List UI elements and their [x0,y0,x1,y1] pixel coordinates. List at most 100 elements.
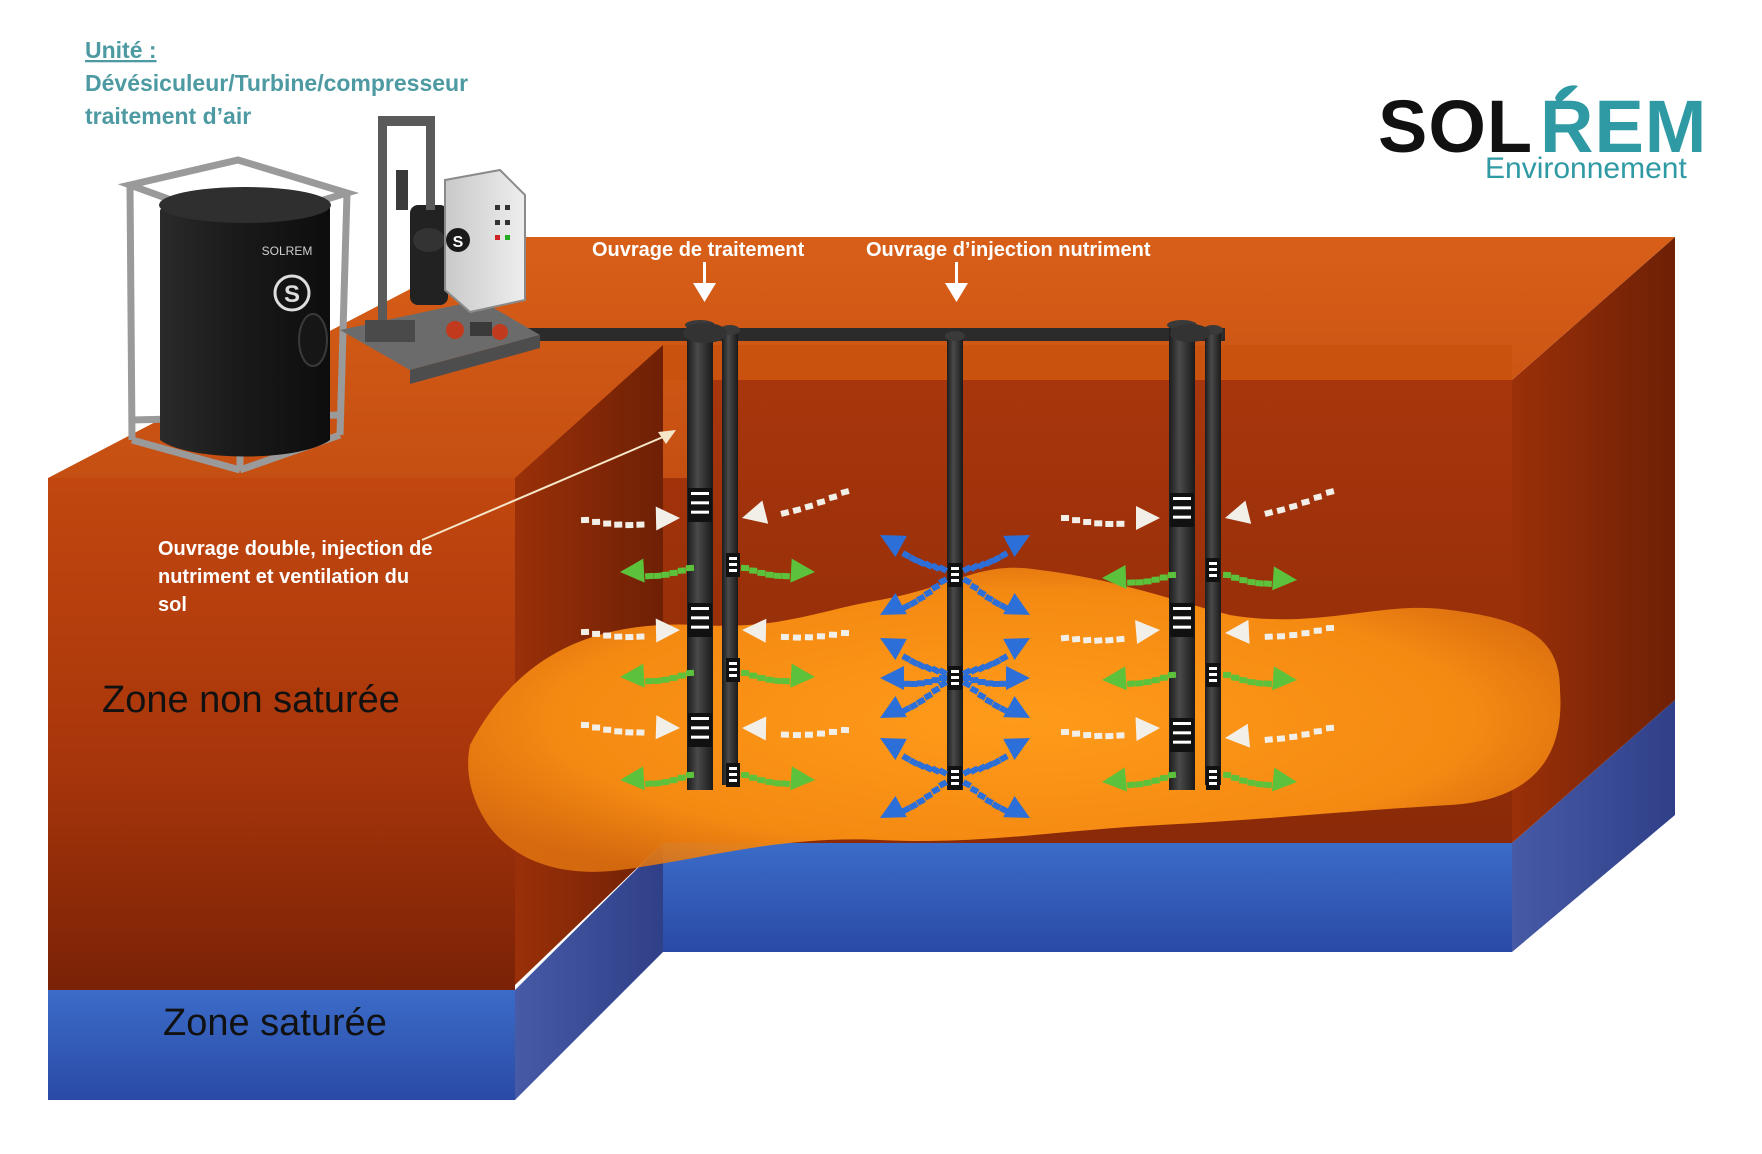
well-screen [726,763,740,787]
well-screen [1206,766,1220,790]
solrem-logo: SOL REM Environnement [1378,85,1707,185]
blower [410,205,448,305]
treatment-well-label: Ouvrage de traitement [592,239,805,261]
nutrient-flow-arrow-icon [1222,767,1297,792]
air-flow-arrow-icon [1061,506,1160,530]
nutrient-flow-arrow-icon [620,558,695,583]
saturated-zone-label: Zone saturée [163,1002,387,1044]
nutrient-flow-arrow-icon [1102,767,1177,792]
injection-spray-icon [963,666,1030,690]
separator-tank [160,192,330,457]
injection-spray-icon [962,679,1030,718]
injection-spray-icon [962,535,1030,574]
double-well-right-secondary [1205,330,1221,785]
right-well-manifold [1170,324,1210,342]
air-flow-arrow-icon [1060,620,1160,644]
injection-spray-icon [880,535,948,574]
well-screen [688,488,712,522]
nutrient-flow-arrow-icon [620,663,695,688]
injection-spray-icon [962,738,1030,777]
air-flow-arrow-icon [1225,619,1335,644]
injection-well-label: Ouvrage d’injection nutriment [866,239,1151,261]
injection-spray-icon [880,576,948,615]
injection-spray-icon [962,779,1030,818]
injection-spray-icon [880,738,948,777]
nutrient-flow-arrow-icon [740,663,815,688]
well-screen [688,603,712,637]
riser-elbow [378,116,435,126]
logo-subtitle: Environnement [1485,152,1687,185]
injection-spray-icon [962,638,1030,677]
nutrient-flow-arrow-icon [740,766,815,791]
injection-spray-icon [880,666,947,690]
logo-leaf-icon [1555,85,1578,104]
leader-arrowhead-icon [658,430,676,444]
tank-badge-circle [273,274,311,312]
well-screen [726,658,740,682]
well-screen [1170,493,1194,527]
riser-pipe-2 [426,120,435,210]
double-well-leader-line [421,433,671,541]
panel-badge-icon: S [453,234,464,251]
double-well-left-main [687,325,713,790]
nutrient-flow-arrow-icon [1222,666,1297,691]
down-arrow-icon [945,262,968,302]
saturated-zone-left-front [48,990,515,1100]
treatment-well-manifold [683,323,727,343]
saturated-zone-left-side [515,843,663,1100]
nutrient-flow-arrow-icon [1222,566,1297,591]
tank-brand-label: SOLREM [262,244,313,258]
logo-brand-dark: SOL [1378,85,1533,168]
panel-badge-circle [446,228,470,252]
equipment-skid [340,300,540,370]
injection-spray-icon [880,638,948,677]
air-flow-arrow-icon [580,506,680,531]
injection-spray-icon [962,576,1030,615]
well-screen [688,713,712,747]
down-arrow-icon [693,262,716,302]
air-flow-arrow-icon [1060,717,1160,741]
logo-brand-teal: REM [1540,85,1707,168]
double-well-right-main [1169,325,1195,790]
main-header-pipe [525,328,1225,341]
double-well-label-line-3: sol [158,594,187,616]
unit-line-2: traitement d’air [85,103,251,129]
double-well-label-line-2: nutriment et ventilation du [158,566,409,588]
well-screen [1170,718,1194,752]
injection-spray-icon [880,779,948,818]
unit-line-1: Dévésiculeur/Turbine/compresseur [85,70,468,96]
tank-flange [298,313,328,367]
contaminant-plume [468,567,1561,872]
air-flow-arrow-icon [742,716,850,741]
injection-well-cap [945,331,965,341]
well-screen [726,553,740,577]
double-well-label-line-1: Ouvrage double, injection de [158,538,432,560]
well-screen [948,766,962,790]
flow-arrows [580,488,1335,818]
nutrient-flow-arrow-icon [1102,666,1177,691]
well-screen [1170,603,1194,637]
unsaturated-zone-label: Zone non saturée [102,679,400,721]
riser-pipe-1 [378,120,387,330]
saturated-zone-right-front [663,843,1512,952]
nutrient-flow-arrow-icon [620,766,695,791]
air-flow-arrow-icon [580,715,680,740]
injection-spray-icon [880,679,948,718]
air-flow-arrow-icon [742,488,850,524]
air-flow-arrow-icon [1225,488,1335,524]
tank-badge-icon: S [284,281,300,308]
well-screen [948,666,962,690]
unit-title: Unité : [85,37,157,63]
well-screen [948,563,962,587]
nutrient-flow-arrow-icon [1102,564,1177,589]
saturated-zone-right-side [1512,700,1675,952]
well-screen [1206,558,1220,582]
tank-lid [159,187,331,223]
air-flow-arrow-icon [1225,723,1335,748]
pipe-network [490,320,1225,790]
nutrient-flow-arrow-icon [740,558,815,583]
treatment-unit: S SOLREM S [117,116,540,474]
soil-left-front [48,478,515,990]
well-screen [1206,663,1220,687]
